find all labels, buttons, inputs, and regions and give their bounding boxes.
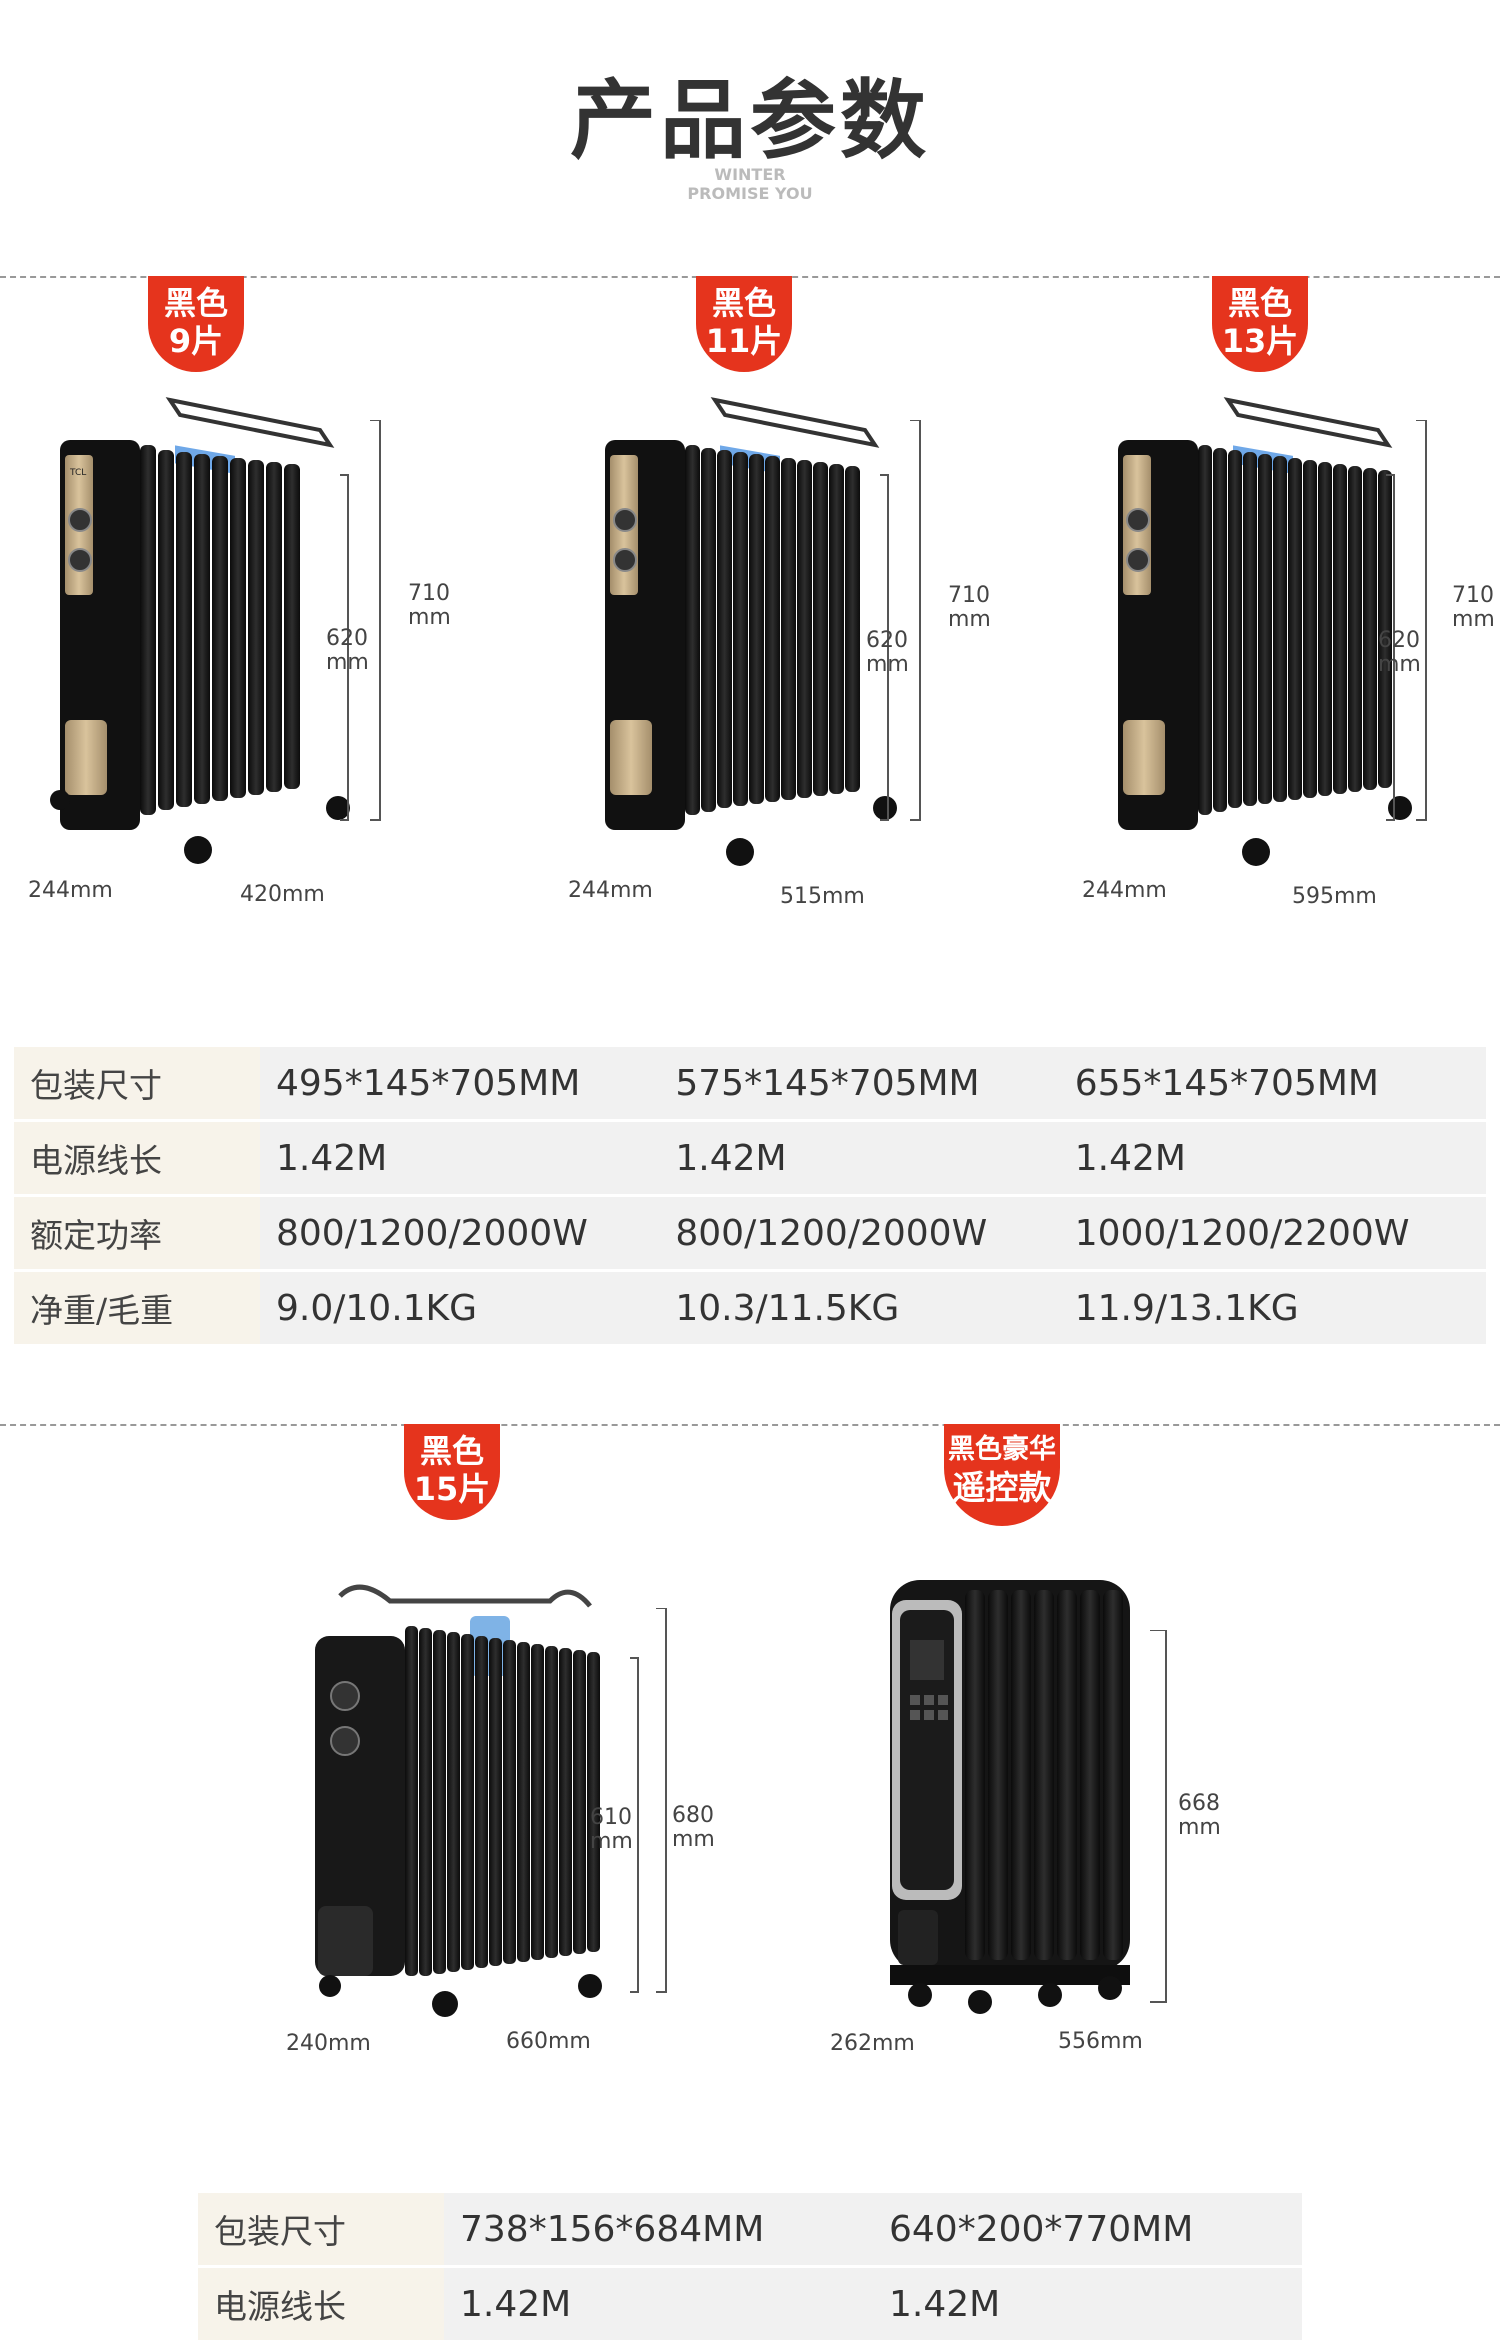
dim-depth-11: 244mm (568, 878, 653, 903)
dim-width-remote: 556mm (1058, 2029, 1143, 2054)
dim-depth-15: 240mm (286, 2031, 371, 2056)
dim-width-11: 515mm (780, 884, 865, 909)
cell: 10.3/11.5KG (659, 1272, 1059, 1344)
row-label: 电源线长 (198, 2268, 444, 2340)
height-lines-9 (340, 420, 381, 821)
heater-image-11 (605, 397, 897, 866)
cell: 800/1200/2000W (260, 1197, 660, 1269)
cell: 1.42M (659, 1122, 1059, 1194)
subtitle-line-2: PROMISE YOU (687, 184, 813, 203)
height-lines-13 (1386, 420, 1427, 821)
product-badge-15: 黑色 15片 (404, 1424, 500, 1520)
badge-fins: 11片 (705, 322, 783, 360)
cell: 1.42M (873, 2268, 1302, 2340)
row-label: 净重/毛重 (14, 1272, 260, 1344)
heater-image-9: TCL (50, 397, 350, 864)
spec-table-2: 包装尺寸 738*156*684MM 640*200*770MM 电源线长 1.… (198, 2190, 1302, 2343)
cell: 575*145*705MM (659, 1047, 1059, 1119)
product-badge-remote: 黑色豪华 遥控款 (944, 1424, 1060, 1526)
heater-image-remote (890, 1580, 1130, 2014)
badge-color: 黑色豪华 (948, 1434, 1056, 1465)
heater-image-15 (315, 1584, 602, 2017)
badge-color: 黑色 (1227, 284, 1292, 322)
dim-depth-13: 244mm (1082, 878, 1167, 903)
table-row: 电源线长 1.42M 1.42M (198, 2268, 1302, 2340)
height-lines-remote (1150, 1630, 1167, 2003)
table-row: 包装尺寸 495*145*705MM 575*145*705MM 655*145… (14, 1047, 1486, 1119)
row-label: 电源线长 (14, 1122, 260, 1194)
row-label: 包装尺寸 (198, 2193, 444, 2265)
cell: 640*200*770MM (873, 2193, 1302, 2265)
badge-color: 黑色 (419, 1432, 484, 1470)
product-badge-9: 黑色 9片 (148, 276, 244, 372)
page-title: 产品参数 (570, 71, 930, 171)
section-divider (0, 1424, 1500, 1426)
dim-depth-9: 244mm (28, 878, 113, 903)
cell: 655*145*705MM (1058, 1047, 1486, 1119)
cell: 1.42M (444, 2268, 873, 2340)
product-badge-13: 黑色 13片 (1212, 276, 1308, 372)
svg-text:TCL: TCL (69, 468, 86, 478)
table-row: 净重/毛重 9.0/10.1KG 10.3/11.5KG 11.9/13.1KG (14, 1272, 1486, 1344)
subtitle-line-1: WINTER (714, 165, 786, 184)
table-row: 电源线长 1.42M 1.42M 1.42M (14, 1122, 1486, 1194)
cell: 1.42M (260, 1122, 660, 1194)
badge-color: 黑色 (711, 284, 776, 322)
cell: 1.42M (1058, 1122, 1486, 1194)
row-label: 包装尺寸 (14, 1047, 260, 1119)
cell: 738*156*684MM (444, 2193, 873, 2265)
dim-depth-remote: 262mm (830, 2031, 915, 2056)
dim-width-15: 660mm (506, 2029, 591, 2054)
cell: 9.0/10.1KG (260, 1272, 660, 1344)
heater-image-13 (1118, 397, 1412, 866)
cell: 800/1200/2000W (659, 1197, 1059, 1269)
badge-fins: 15片 (413, 1470, 491, 1508)
height-lines-15 (630, 1608, 667, 1993)
spec-table-1: 包装尺寸 495*145*705MM 575*145*705MM 655*145… (14, 1044, 1486, 1347)
row-label: 额定功率 (14, 1197, 260, 1269)
product-badge-11: 黑色 11片 (696, 276, 792, 372)
height-lines-11 (880, 420, 921, 821)
table-row: 额定功率 800/1200/2000W 800/1200/2000W 1000/… (14, 1197, 1486, 1269)
dim-width-9: 420mm (240, 882, 325, 907)
cell: 495*145*705MM (260, 1047, 660, 1119)
badge-model: 遥控款 (952, 1468, 1052, 1507)
table-row: 包装尺寸 738*156*684MM 640*200*770MM (198, 2193, 1302, 2265)
cell: 11.9/13.1KG (1058, 1272, 1486, 1344)
badge-color: 黑色 (163, 284, 228, 322)
badge-fins: 9片 (168, 322, 224, 360)
badge-fins: 13片 (1221, 322, 1299, 360)
page-subtitle: WINTER PROMISE YOU (0, 165, 1500, 203)
cell: 1000/1200/2200W (1058, 1197, 1486, 1269)
dim-width-13: 595mm (1292, 884, 1377, 909)
